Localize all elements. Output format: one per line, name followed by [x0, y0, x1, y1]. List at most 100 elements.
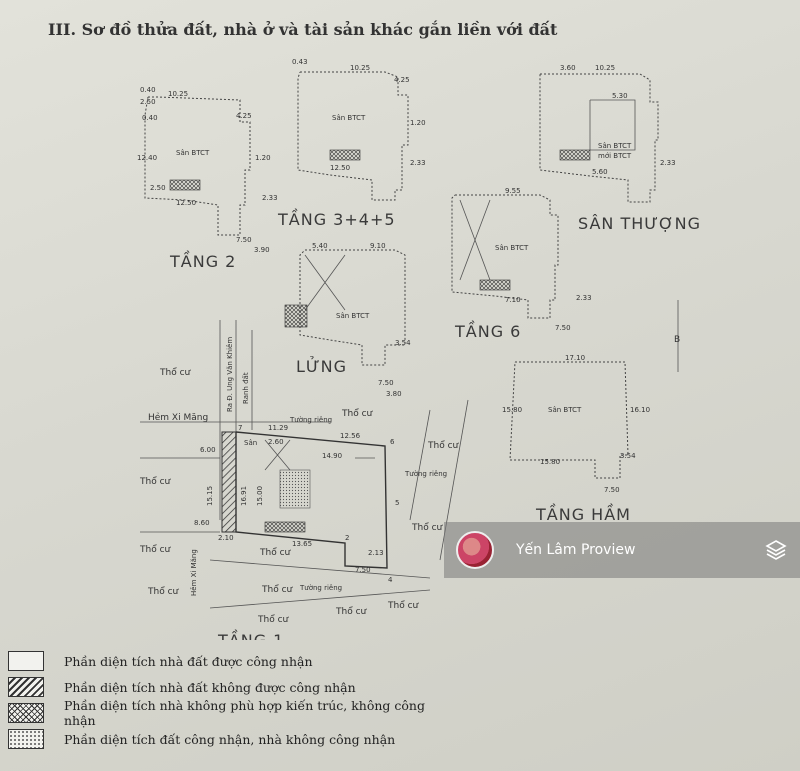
dim-label: 2.50	[150, 184, 166, 192]
legend: Phần diện tích nhà đất được công nhận Ph…	[8, 648, 428, 752]
point-label: 6	[390, 438, 395, 446]
dim-label: 12.50	[176, 199, 196, 207]
neighbor-label: Thổ cư	[159, 367, 192, 378]
legend-text: Phần diện tích nhà đất không được công n…	[64, 679, 356, 695]
dim-label: 4.25	[236, 112, 252, 120]
dim-label: 9.10	[370, 242, 386, 250]
dim-label: 1.20	[410, 119, 426, 127]
dim-label: 2.50	[140, 98, 156, 106]
plan-lung: 5.40 9.10 Sân BTCT 3.54 7.50 3.80 LỬNG	[284, 242, 411, 398]
dim-label: 13.65	[292, 540, 312, 548]
dim-label: 2.13	[368, 549, 384, 557]
legend-swatch-plain	[8, 651, 44, 671]
area-label: Sân BTCT	[495, 244, 529, 252]
dim-label: 7.50	[355, 566, 371, 574]
dim-label: 12.50	[330, 164, 350, 172]
floor-label-tang345: TẦNG 3+4+5	[277, 208, 396, 229]
dim-label: 0.40	[142, 114, 158, 122]
point-label: 7	[238, 424, 242, 432]
section-title: III. Sơ đồ thửa đất, nhà ở và tài sản kh…	[48, 20, 558, 39]
dim-label: 2.33	[660, 159, 676, 167]
dim-label: 3.80	[386, 390, 402, 398]
floor-label-lung: LỬNG	[296, 356, 347, 376]
dim-label: 2.60	[268, 438, 284, 446]
dim-label: 2.33	[410, 159, 426, 167]
neighbor-label: Thổ cư	[257, 614, 290, 625]
dim-label: 1.20	[255, 154, 271, 162]
dim-label: 10.25	[350, 64, 370, 72]
neighbor-label: Thổ cư	[139, 544, 172, 555]
dim-label: 5.40	[312, 242, 328, 250]
point-label: 2	[345, 534, 349, 542]
dim-label: 15.15	[206, 486, 214, 506]
legend-text: Phần diện tích đất công nhận, nhà không …	[64, 731, 396, 747]
neighbor-label: Thổ cư	[341, 408, 374, 419]
legend-swatch-dots	[8, 729, 44, 749]
point-label: 4	[388, 576, 393, 584]
dim-label: 16.91	[240, 486, 248, 506]
plan-tang6: 9.55 Sân BTCT 2.33 7.10 7.50 TẦNG 6	[451, 187, 592, 341]
legend-item: Phần diện tích nhà đất được công nhận	[8, 648, 428, 674]
dim-label: 7.10	[505, 296, 521, 304]
dim-label: 4.25	[394, 76, 410, 84]
road-label: Hẻm Xi Măng	[148, 412, 208, 423]
floor-label-tang2: TẦNG 2	[169, 250, 236, 271]
neighbor-label: Thổ cư	[411, 522, 444, 533]
neighbor-label: Thổ cư	[139, 476, 172, 487]
legend-item: Phần diện tích nhà đất không được công n…	[8, 674, 428, 700]
legend-text: Phần diện tích nhà đất được công nhận	[64, 653, 313, 669]
legend-swatch-crosshatch	[8, 703, 44, 723]
dim-label: 2.10	[218, 534, 234, 542]
dim-label: 17.10	[565, 354, 585, 362]
area-label: Sân BTCT	[176, 149, 210, 157]
north-label: B	[674, 335, 680, 345]
legend-item: Phần diện tích nhà không phù hợp kiến tr…	[8, 698, 428, 728]
watermark-text: Yến Lâm Proview	[516, 542, 636, 558]
legend-text: Phần diện tích nhà không phù hợp kiến tr…	[64, 698, 425, 728]
dim-label: 15.80	[540, 458, 560, 466]
dim-label: 12.56	[340, 432, 361, 440]
neighbor-label: Thổ cư	[335, 606, 368, 617]
neighbor-label: Thổ cư	[147, 586, 180, 597]
dim-label: 10.25	[595, 64, 615, 72]
plan-san-thuong: 10.25 3.60 5.30 Sân BTCT mới BTCT 2.33 5…	[539, 64, 700, 233]
area-label: Sân BTCT	[332, 114, 366, 122]
floor-label-tang-ham: TẦNG HẦM	[535, 503, 631, 524]
wall-label: Tường riêng	[289, 416, 332, 424]
neighbor-label: Thổ cư	[387, 600, 420, 611]
watermark-banner: Yến Lâm Proview	[444, 522, 800, 578]
dim-label: 3.90	[254, 246, 270, 254]
area-label: Sân	[244, 439, 257, 447]
dim-label: 3.60	[560, 64, 576, 72]
dim-label: 15.80	[502, 406, 522, 414]
neighbor-label: Thổ cư	[261, 584, 294, 595]
boundary-label: Ranh đất	[242, 372, 250, 404]
road-label: Ra Đ. Ung Văn Khiêm	[226, 337, 234, 412]
north-arrow: B	[674, 300, 680, 372]
dim-label: 6.00	[200, 446, 216, 454]
plan-tang2: 10.25 0.40 2.50 0.40 4.25 12.40 Sân BTCT…	[137, 86, 278, 271]
dim-label: 7.50	[236, 236, 252, 244]
dim-label: 5.30	[612, 92, 628, 100]
watermark-logo	[456, 531, 494, 569]
legend-item: Phần diện tích đất công nhận, nhà không …	[8, 726, 428, 752]
dim-label: 3.54	[395, 339, 411, 347]
plan-tang-ham: 17.10 Sân BTCT 15.80 16.10 15.80 3.54 7.…	[502, 354, 650, 524]
floor-label-tang1: TẦNG 1	[217, 629, 284, 640]
dim-label: 0.40	[140, 86, 156, 94]
area-label: Sân BTCT	[598, 142, 632, 150]
dim-label: 10.25	[168, 90, 188, 98]
dim-label: 0.43	[292, 58, 308, 66]
point-label: 5	[395, 499, 399, 507]
area-label: Sân BTCT	[548, 406, 582, 414]
dim-label: 11.29	[268, 424, 288, 432]
dim-label: 9.55	[505, 187, 521, 195]
road-label: Hẻm Xi Măng	[190, 549, 198, 596]
dim-label: 2.33	[262, 194, 278, 202]
dim-label: 3.54	[620, 452, 636, 460]
floor-plan-drawing: 10.25 0.40 2.50 0.40 4.25 12.40 Sân BTCT…	[137, 58, 700, 640]
dim-label: 7.50	[555, 324, 571, 332]
neighbor-label: Thổ cư	[259, 547, 292, 558]
neighbor-label: Thổ cư	[427, 440, 460, 451]
